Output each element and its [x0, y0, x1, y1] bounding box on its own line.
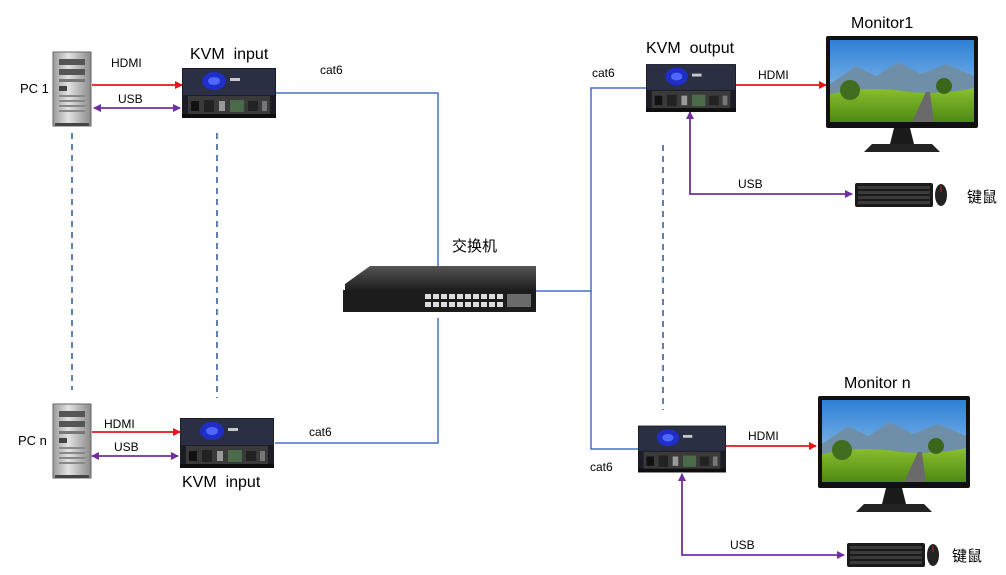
kbm-top-label: 键鼠: [967, 189, 997, 206]
cat6-line-in-top: [275, 92, 439, 268]
cat6-in-top-label: cat6: [320, 63, 343, 77]
cat6-line-out-top: [535, 87, 646, 292]
monitor1-label: Monitor1: [851, 15, 913, 32]
hdmi-pcn-label: HDMI: [104, 417, 135, 431]
kvm-input-top-box: [182, 68, 276, 118]
kvm-input-bottom-label: KVM input: [182, 474, 261, 491]
kvm-output-top-box: [646, 64, 736, 112]
usb-arrow-out-bottom: [678, 473, 845, 559]
usb-arrow-out-top: [686, 111, 853, 198]
pcn-tower-icon: [52, 403, 92, 479]
usb-pcn-label: USB: [114, 440, 139, 454]
network-switch-icon: [343, 266, 536, 312]
usb-out-top-label: USB: [738, 177, 763, 191]
usb-out-bottom-label: USB: [730, 538, 755, 552]
cat6-line-out-bottom: [590, 291, 638, 450]
monitorn-label: Monitor n: [844, 375, 911, 392]
kbm-bottom-label: 键鼠: [952, 548, 982, 565]
kvm-input-top-label: KVM input: [190, 46, 269, 63]
cat6-line-in-bottom: [275, 318, 439, 444]
hdmi-pc1-label: HDMI: [111, 56, 142, 70]
kvm-output-bottom-box: [638, 425, 726, 473]
monitorn-icon: [818, 396, 970, 512]
kvm-input-bottom-box: [180, 418, 274, 468]
cat6-out-bottom-label: cat6: [590, 460, 613, 474]
cat6-in-bottom-label: cat6: [309, 425, 332, 439]
switch-label: 交换机: [452, 237, 497, 255]
monitor1-icon: [826, 36, 978, 152]
keyboard-mouse-top-icon: [855, 183, 947, 207]
hdmi-out-bottom-label: HDMI: [748, 429, 779, 443]
pc1-label: PC 1: [20, 81, 49, 96]
hdmi-out-top-label: HDMI: [758, 68, 789, 82]
pcn-label: PC n: [18, 433, 47, 448]
pc1-tower-icon: [52, 51, 92, 127]
keyboard-mouse-bottom-icon: [847, 543, 939, 567]
kvm-output-label: KVM output: [646, 40, 735, 57]
usb-pc1-label: USB: [118, 92, 143, 106]
cat6-out-top-label: cat6: [592, 66, 615, 80]
